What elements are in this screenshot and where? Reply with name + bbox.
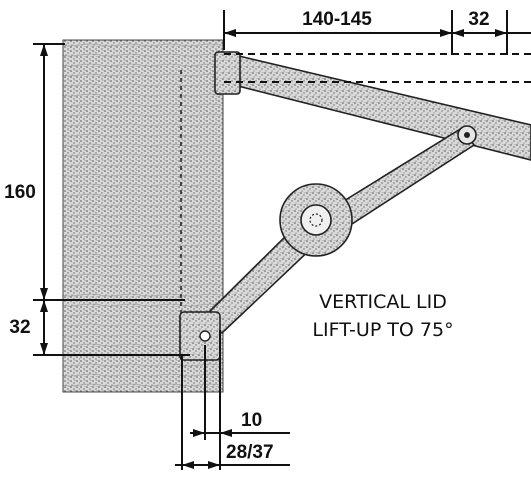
hinge-offset-label: 10 [241, 410, 262, 431]
height-label: 160 [4, 182, 36, 203]
caption-line-2: LIFT-UP TO 75° [312, 319, 453, 341]
height-dimension [33, 43, 185, 301]
lid-hinge-block [214, 51, 241, 95]
bottom-dimensions [175, 330, 290, 470]
base-offset-dimension [33, 300, 190, 356]
top-dimension [223, 10, 531, 83]
base-offset-label: 32 [9, 317, 30, 338]
panel-thickness-label: 28/37 [226, 442, 274, 463]
mechanism-gear-icon [300, 204, 332, 236]
base-pivot-icon [199, 330, 211, 342]
lid-offset-label: 32 [468, 9, 489, 30]
caption-line-1: VERTICAL LID [319, 291, 447, 313]
lid-panel [221, 50, 531, 161]
opening-depth-label: 140-145 [302, 9, 372, 30]
